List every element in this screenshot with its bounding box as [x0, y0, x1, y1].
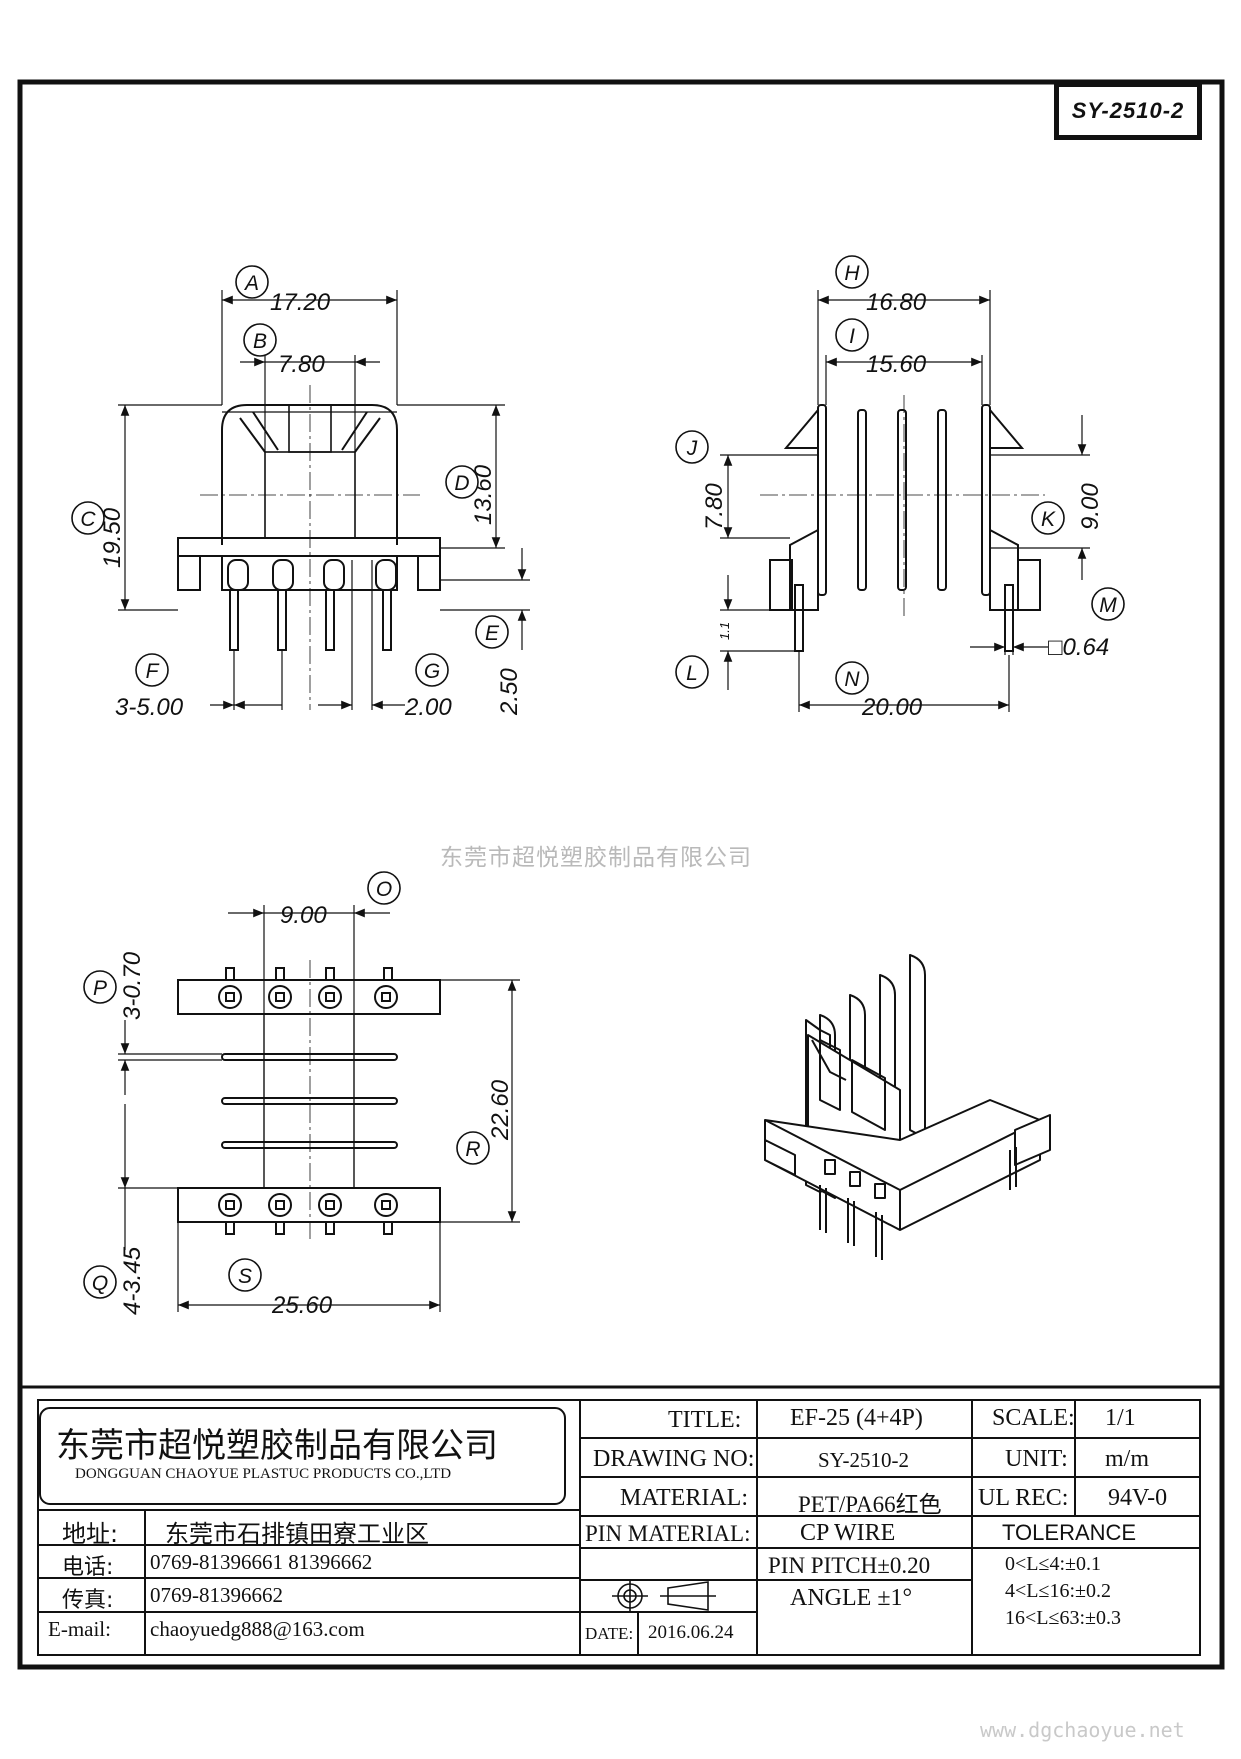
reference-letters: A B C D E F G H I J K L M N O P Q R S	[80, 262, 1117, 1295]
ref-M: M	[1099, 594, 1117, 617]
watermark: 东莞市超悦塑胶制品有限公司	[440, 845, 752, 871]
angle-tolerance: ANGLE ±1°	[790, 1585, 913, 1611]
ul-rec-label: UL REC:	[978, 1485, 1069, 1511]
ref-Q: Q	[92, 1272, 108, 1295]
projection-symbol	[612, 1580, 716, 1612]
address-value: 东莞市石排镇田寮工业区	[165, 1520, 429, 1548]
email-label: E-mail:	[48, 1617, 111, 1641]
dim-S-value: 25.60	[271, 1292, 333, 1319]
ref-E: E	[485, 622, 500, 645]
dim-F-value: 3-5.00	[115, 694, 184, 721]
dim-J-value: 7.80	[701, 483, 728, 530]
dim-Q-value: 4-3.45	[119, 1246, 146, 1315]
pin-material-label: PIN MATERIAL:	[585, 1521, 751, 1546]
ref-L: L	[686, 662, 698, 685]
dim-E-value: 2.50	[496, 668, 523, 716]
tolerance-line-3: 16<L≤63:±0.3	[1005, 1607, 1122, 1629]
front-view	[177, 385, 441, 710]
unit-label: UNIT:	[1005, 1446, 1068, 1472]
fax-label: 传真:	[62, 1588, 114, 1613]
bottom-view-dimensions	[118, 905, 520, 1312]
address-label: 地址:	[62, 1520, 119, 1548]
email-value: chaoyuedg888@163.com	[150, 1617, 365, 1641]
material-value: PET/PA66红色	[798, 1492, 942, 1517]
company-name-en: DONGGUAN CHAOYUE PLASTUC PRODUCTS CO.,LT…	[75, 1466, 452, 1482]
dim-A-value: 17.20	[270, 289, 331, 316]
ref-J: J	[686, 437, 698, 460]
material-label: MATERIAL:	[620, 1485, 748, 1511]
date-value: 2016.06.24	[648, 1622, 734, 1643]
dim-M-value: □0.64	[1048, 634, 1109, 661]
ul-rec-value: 94V-0	[1108, 1485, 1168, 1511]
tolerance-line-1: 0<L≤4:±0.1	[1005, 1553, 1102, 1575]
dim-L-value: 1.1	[717, 622, 732, 640]
scale-value: 1/1	[1105, 1405, 1136, 1431]
phone-label: 电话:	[62, 1555, 114, 1580]
ref-B: B	[253, 330, 267, 353]
title-block-grid	[37, 1399, 1201, 1656]
side-view-dimensions	[720, 290, 1090, 712]
drawing-no-label: DRAWING NO:	[593, 1446, 755, 1472]
drawing-number-tag: SY-2510-2	[1054, 82, 1202, 140]
company-name-cn: 东莞市超悦塑胶制品有限公司	[56, 1426, 498, 1466]
ref-P: P	[93, 977, 107, 1000]
dim-R-value: 22.60	[487, 1079, 514, 1141]
ref-A: A	[243, 272, 259, 295]
sheet-border	[17, 79, 1225, 1670]
reference-letter-circles	[71, 255, 1125, 1299]
ref-S: S	[238, 1265, 252, 1288]
ref-G: G	[424, 660, 440, 683]
dim-K-value: 9.00	[1077, 483, 1104, 530]
title-label: TITLE:	[668, 1407, 742, 1433]
dim-O-value: 9.00	[280, 902, 327, 929]
ref-K: K	[1041, 508, 1056, 531]
dim-B-value: 7.80	[278, 351, 325, 378]
pin-pitch: PIN PITCH±0.20	[768, 1553, 931, 1578]
dim-G-value: 2.00	[404, 694, 452, 721]
drawing-no-value: SY-2510-2	[818, 1448, 910, 1472]
scale-label: SCALE:	[992, 1405, 1075, 1431]
title-value: EF-25 (4+4P)	[790, 1405, 923, 1431]
ref-I: I	[849, 325, 855, 348]
ref-R: R	[465, 1138, 480, 1161]
dimension-labels: 17.20 7.80 19.50 13.60 2.50 3-5.00 2.00 …	[99, 289, 1109, 1319]
unit-value: m/m	[1105, 1446, 1150, 1472]
side-view	[760, 395, 1045, 652]
ref-N: N	[844, 668, 860, 691]
isometric-view	[764, 954, 1051, 1260]
dim-N-value: 20.00	[861, 694, 923, 721]
dim-I-value: 15.60	[866, 351, 927, 378]
fax-value: 0769-81396662	[150, 1583, 283, 1607]
front-view-dimensions	[118, 290, 530, 710]
dim-H-value: 16.80	[866, 289, 927, 316]
phone-value: 0769-81396661 81396662	[150, 1550, 373, 1574]
pin-material-value: CP WIRE	[800, 1520, 896, 1546]
ref-O: O	[376, 878, 392, 901]
date-label: DATE:	[585, 1624, 634, 1643]
ref-F: F	[146, 660, 160, 683]
ref-C: C	[80, 508, 96, 531]
tolerance-line-2: 4<L≤16:±0.2	[1005, 1580, 1112, 1602]
dim-P-value: 3-0.70	[119, 951, 146, 1020]
ref-D: D	[454, 472, 469, 495]
ref-H: H	[844, 262, 860, 285]
bottom-view	[177, 960, 441, 1240]
website-url: www.dgchaoyue.net	[980, 1718, 1185, 1742]
tolerance-label: TOLERANCE	[1002, 1520, 1137, 1545]
